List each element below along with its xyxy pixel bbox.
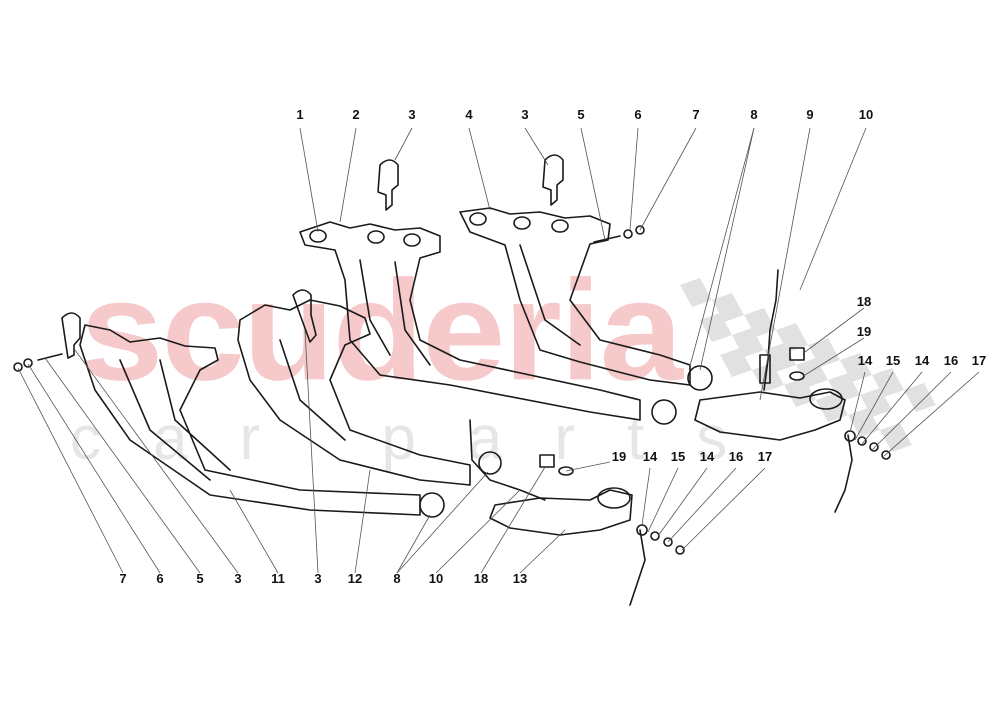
part-callout-6: 6 [156, 571, 164, 586]
catalyst-housing-left [489, 489, 633, 536]
part-callout-10: 10 [428, 571, 444, 586]
part-callout-8: 8 [750, 107, 758, 122]
leader-lines [17, 127, 980, 574]
part-callout-18: 18 [473, 571, 489, 586]
watermark-car-parts: car parts [70, 404, 780, 473]
earth-strap-left [629, 529, 646, 606]
part-callout-7: 7 [692, 107, 700, 122]
part-callout-9: 9 [806, 107, 814, 122]
part-callout-3: 3 [314, 571, 322, 586]
part-callout-8: 8 [393, 571, 401, 586]
manifold-lower-left [79, 324, 421, 516]
part-callout-14: 14 [642, 449, 658, 464]
part-callout-16: 16 [943, 353, 959, 368]
plug [539, 454, 555, 468]
clamp [478, 451, 502, 475]
part-callout-16: 16 [728, 449, 744, 464]
part-callout-12: 12 [347, 571, 363, 586]
part-callout-17: 17 [757, 449, 773, 464]
plug [789, 347, 805, 361]
part-callout-3: 3 [408, 107, 416, 122]
part-callout-14: 14 [699, 449, 715, 464]
bracket-lower-left [61, 312, 81, 359]
manifold-upper-right [459, 207, 691, 386]
part-callout-13: 13 [512, 571, 528, 586]
part-callout-18: 18 [856, 294, 872, 309]
part-callout-4: 4 [465, 107, 473, 122]
part-callout-19: 19 [856, 324, 872, 339]
bracket-upper-left [377, 159, 399, 211]
manifold-upper-left [299, 221, 641, 421]
part-callout-14: 14 [857, 353, 873, 368]
part-callout-10: 10 [858, 107, 874, 122]
catalyst-housing-right [694, 391, 846, 441]
part-callout-17: 17 [971, 353, 987, 368]
clamp [419, 492, 445, 518]
part-callout-1: 1 [296, 107, 304, 122]
bracket-lower-middle [292, 289, 317, 343]
part-callout-15: 15 [885, 353, 901, 368]
earth-strap-right [834, 434, 853, 513]
part-callout-2: 2 [352, 107, 360, 122]
lambda-sensor-left [469, 419, 546, 501]
part-callout-11: 11 [271, 571, 285, 586]
part-callout-14: 14 [914, 353, 930, 368]
part-callout-5: 5 [196, 571, 204, 586]
bracket-upper-right [542, 154, 564, 206]
part-callout-6: 6 [634, 107, 642, 122]
clamp [651, 399, 677, 425]
clamp [687, 365, 713, 391]
part-callout-5: 5 [577, 107, 585, 122]
part-callout-19: 19 [611, 449, 627, 464]
lambda-sensor-right [763, 269, 779, 391]
watermark-scuderia: scuderia [80, 250, 683, 410]
part-callout-15: 15 [670, 449, 686, 464]
checkered-flag-watermark [680, 278, 936, 452]
manifold-lower-middle [237, 299, 471, 486]
part-callout-3: 3 [521, 107, 529, 122]
part-callout-3: 3 [234, 571, 242, 586]
part-callout-7: 7 [119, 571, 127, 586]
